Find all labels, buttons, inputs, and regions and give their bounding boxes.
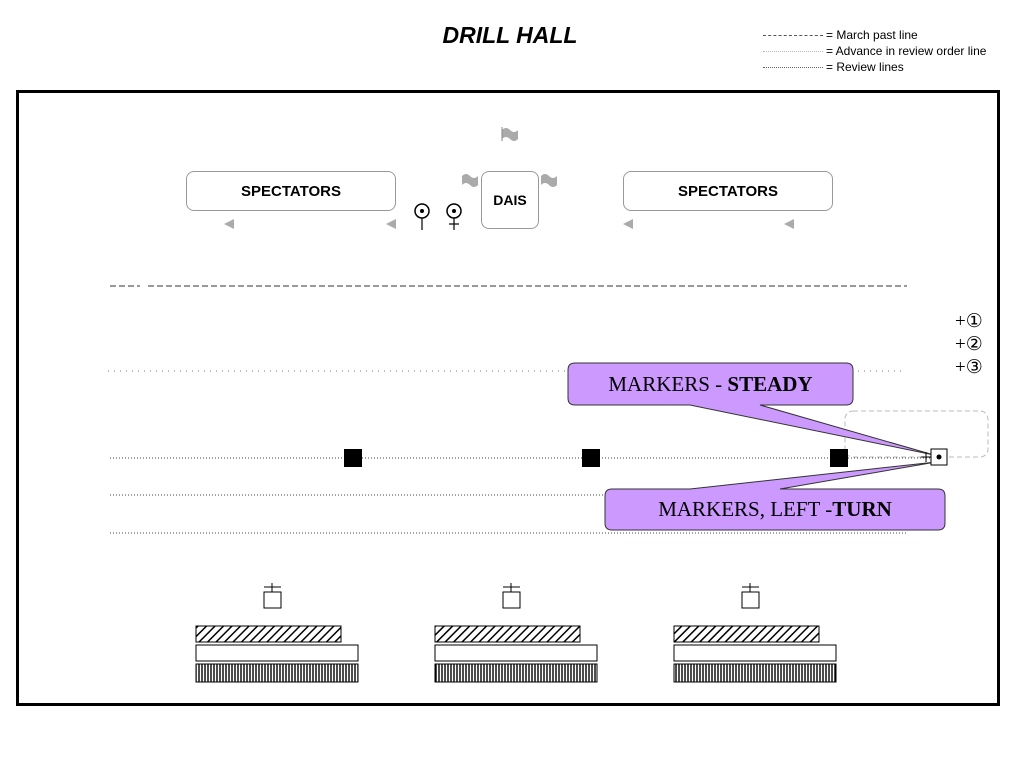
callout-steady: MARKERS - STEADY — [568, 363, 853, 405]
callout-steady-command: STEADY — [727, 371, 813, 396]
middle-rank — [434, 644, 598, 662]
squad-leader-icon — [263, 583, 282, 609]
reference-position-1: +① — [955, 311, 983, 332]
hatched-rank-icon — [434, 625, 581, 643]
middle-rank — [195, 644, 359, 662]
dais: DAIS — [481, 171, 539, 229]
arrow-left-icon — [224, 219, 234, 229]
drill-hall-floor — [16, 90, 1000, 706]
arrow-left-icon — [386, 219, 396, 229]
page-title: DRILL HALL — [442, 22, 578, 48]
reference-position-3: +③ — [955, 357, 983, 378]
squad-leader-icon — [741, 583, 760, 609]
marker-square-icon — [344, 449, 362, 467]
flag-icon — [502, 128, 518, 141]
arrow-left-icon — [784, 219, 794, 229]
rear-rank — [195, 663, 359, 683]
dashed-line-icon — [763, 35, 823, 36]
marker-square-icon — [582, 449, 600, 467]
legend-review: = Review lines — [763, 60, 1023, 76]
squad-leader-icon — [502, 583, 521, 609]
flag-icon — [462, 174, 478, 187]
hatched-rank-icon — [673, 625, 820, 643]
hatched-rank-icon — [195, 625, 342, 643]
dense-dots-line-icon — [763, 67, 823, 68]
spectators-right-stand: SPECTATORS — [623, 171, 833, 211]
spaced-dots-line-icon — [763, 51, 823, 52]
rear-rank — [673, 663, 837, 683]
legend-advance: = Advance in review order line — [763, 44, 1023, 60]
legend-march-past: = March past line — [763, 28, 1023, 44]
callout-turn-prefix: MARKERS, LEFT - — [658, 497, 833, 521]
legend-label: = Advance in review order line — [826, 44, 987, 58]
squad-left — [195, 625, 359, 683]
arrow-left-icon — [623, 219, 633, 229]
flag-icon — [541, 174, 557, 187]
callout-steady-bubble — [567, 362, 935, 456]
marker-square-icon — [830, 449, 848, 467]
callout-steady-prefix: MARKERS - — [608, 371, 728, 396]
middle-rank — [673, 644, 837, 662]
spectators-label: SPECTATORS — [240, 182, 341, 200]
legend-label: = Review lines — [826, 60, 904, 74]
squad-right — [673, 625, 837, 683]
spectators-left-stand: SPECTATORS — [186, 171, 396, 211]
spectators-label: SPECTATORS — [677, 182, 778, 200]
female-symbol-icon — [446, 203, 462, 230]
dais-label: DAIS — [493, 192, 527, 208]
officer-position-icon — [921, 448, 948, 466]
reference-position-2: +② — [955, 334, 983, 355]
squad-centre — [434, 625, 598, 683]
callout-turn-bubble — [604, 461, 946, 531]
callout-turn: MARKERS, LEFT -TURN — [605, 489, 945, 530]
callout-turn-command: TURN — [832, 497, 892, 521]
rear-rank — [434, 663, 598, 683]
reviewing-officer-icon — [414, 203, 430, 230]
legend-label: = March past line — [826, 28, 918, 42]
